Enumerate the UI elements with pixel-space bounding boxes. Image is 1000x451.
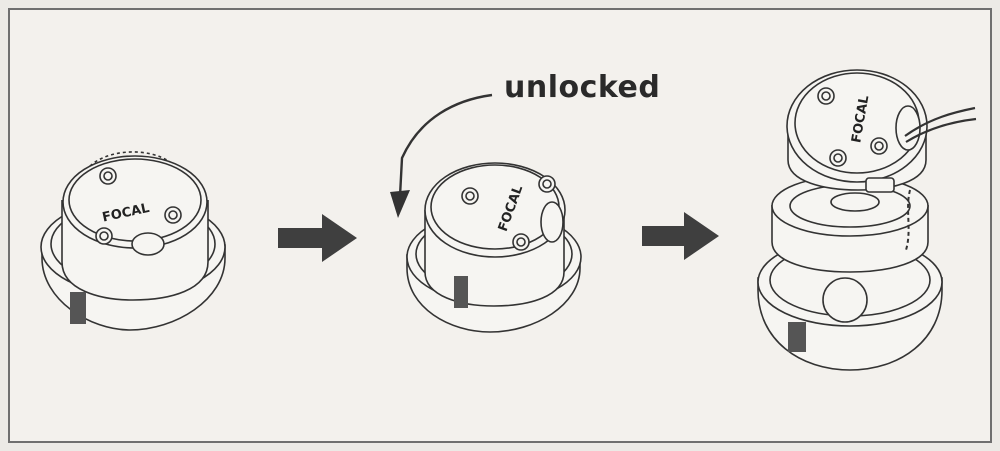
rotation-arrow-head xyxy=(390,190,410,218)
unlocked-label: unlocked xyxy=(504,70,660,105)
step-3-exploded-tweeter xyxy=(758,70,942,370)
arrow-right-2 xyxy=(642,212,719,260)
step-1-locked-tweeter xyxy=(41,152,225,330)
step-2-unlocked-tweeter xyxy=(407,163,581,332)
arrow-right-1 xyxy=(278,214,357,262)
